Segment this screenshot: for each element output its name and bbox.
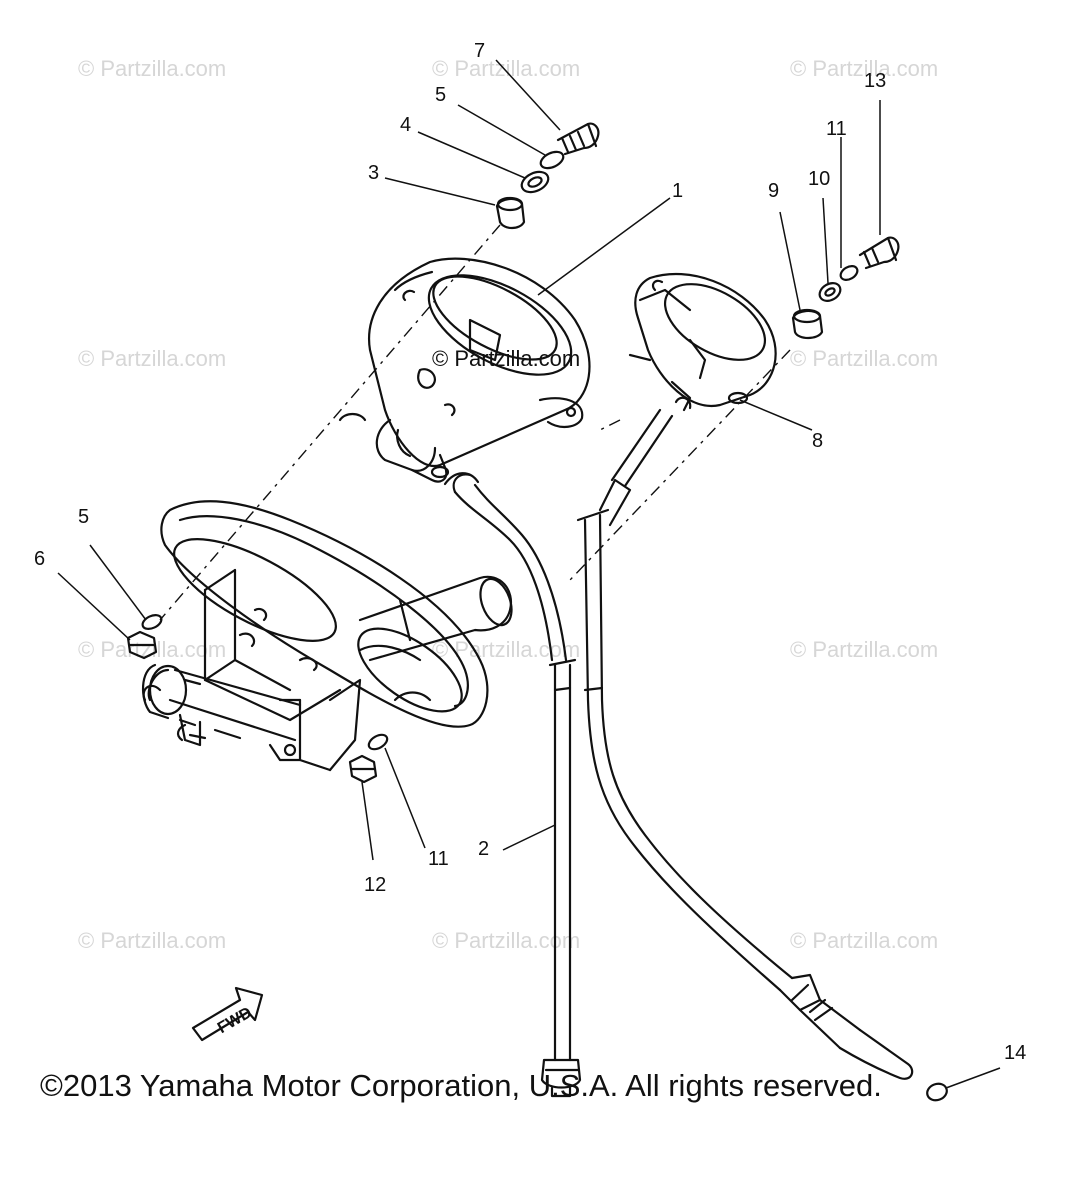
sensor-cable <box>576 408 914 1080</box>
leader-14 <box>945 1067 1001 1089</box>
watermark: © Partzilla.com <box>790 928 939 953</box>
leader-5 <box>457 104 546 156</box>
callout-5-left: 5 <box>78 506 90 528</box>
leader-11-bottom <box>384 747 426 849</box>
center-watermark: © Partzilla.com <box>432 346 581 371</box>
washer-11-top <box>839 265 859 281</box>
o-ring-14 <box>926 1082 948 1102</box>
callout-13: 13 <box>864 70 887 92</box>
grommet-10 <box>818 282 842 302</box>
callout-2: 2 <box>478 838 490 860</box>
callout-5: 5 <box>435 84 447 106</box>
leader-12 <box>361 781 374 861</box>
callout-3: 3 <box>368 162 380 184</box>
callout-1: 1 <box>672 180 684 202</box>
fwd-arrow <box>191 986 264 1042</box>
leader-3 <box>384 177 496 206</box>
leader-4 <box>417 131 526 179</box>
leader-5-left <box>89 544 147 621</box>
callout-7: 7 <box>474 40 486 62</box>
callout-14: 14 <box>1004 1042 1027 1064</box>
watermark: © Partzilla.com <box>790 56 939 81</box>
watermark: © Partzilla.com <box>790 346 939 371</box>
collar-9 <box>791 308 824 340</box>
meter-bracket <box>142 500 513 772</box>
washer-11-bottom <box>367 733 389 751</box>
watermark: © Partzilla.com <box>432 637 581 662</box>
small-meter <box>628 273 777 412</box>
callout-11: 11 <box>826 118 847 140</box>
speedometer-meter <box>338 257 591 483</box>
leader-10 <box>822 197 829 284</box>
callout-11-bottom: 11 <box>428 848 449 870</box>
watermark: © Partzilla.com <box>78 637 227 662</box>
bolt-13 <box>858 236 900 270</box>
fwd-label: FWD <box>215 1004 255 1037</box>
collar-3 <box>495 196 526 230</box>
callout-10: 10 <box>808 168 831 190</box>
watermark: © Partzilla.com <box>432 56 581 81</box>
leader-6 <box>57 572 131 641</box>
callout-12: 12 <box>364 874 387 896</box>
bolt-7 <box>556 122 600 156</box>
leader-1 <box>537 197 671 296</box>
watermark: © Partzilla.com <box>78 928 227 953</box>
callout-9: 9 <box>768 180 780 202</box>
nut-6 <box>126 630 158 660</box>
watermark: © Partzilla.com <box>790 637 939 662</box>
callout-8: 8 <box>812 430 824 452</box>
watermark: © Partzilla.com <box>78 56 227 81</box>
leader-7 <box>495 59 561 131</box>
washer-5-left <box>141 614 163 630</box>
guide-line <box>569 349 791 581</box>
leader-9 <box>779 211 801 311</box>
callout-6: 6 <box>34 548 46 570</box>
leader-2 <box>502 824 556 851</box>
guide-line <box>599 419 621 431</box>
leader-8 <box>739 399 813 431</box>
speedometer-cable <box>443 472 582 1098</box>
washer-5 <box>539 150 565 170</box>
guide-line <box>159 224 501 621</box>
copyright-notice: ©2013 Yamaha Motor Corporation, U.S.A. A… <box>40 1068 882 1103</box>
watermark: © Partzilla.com <box>78 346 227 371</box>
callout-4: 4 <box>400 114 412 136</box>
grommet-4 <box>520 170 550 194</box>
nut-12 <box>348 754 378 784</box>
